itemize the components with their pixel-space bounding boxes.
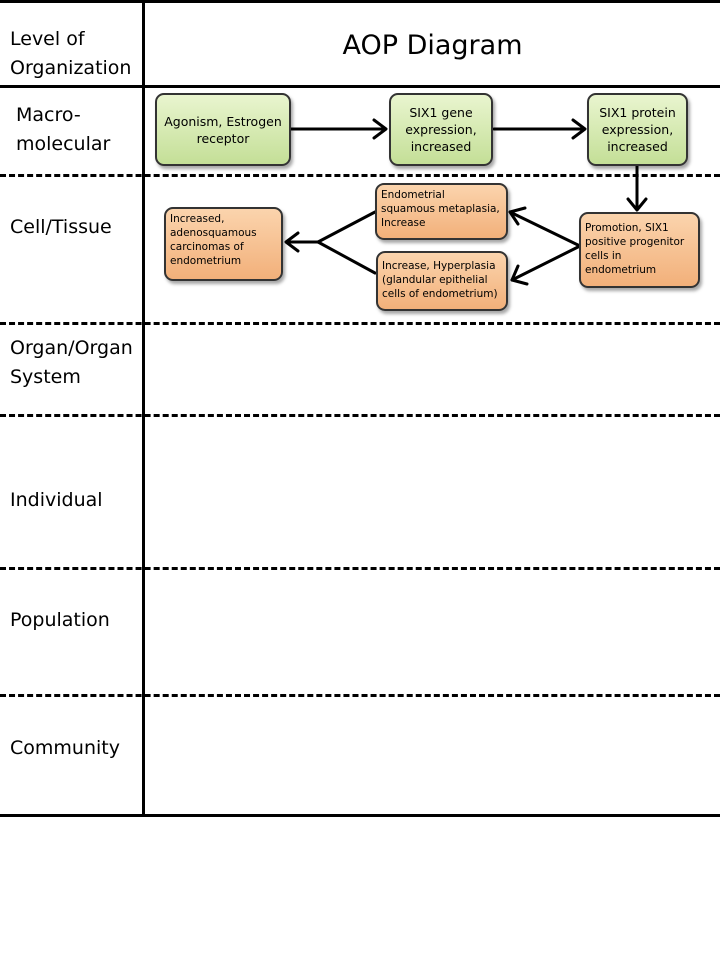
level-header-label: Level of Organization <box>10 28 132 79</box>
arrow-hyperplasia-to-junction <box>316 240 377 275</box>
node-six1-protein-expression: SIX1 protein expression, increased <box>587 93 688 166</box>
bottom-border <box>0 814 720 817</box>
divider-macro-cell <box>0 174 720 177</box>
level-macromolecular-label: Macro-molecular <box>16 104 111 155</box>
level-community-label: Community <box>10 737 120 759</box>
node-promotion-six1-progenitor: Promotion, SIX1 positive progenitor cell… <box>579 212 700 288</box>
arrow-promotion-to-hyperplasia <box>510 244 582 282</box>
arrowhead-promotion-to-metaplasia <box>508 206 527 226</box>
diagram-title: AOP Diagram <box>342 30 523 61</box>
level-population-label: Population <box>10 609 110 631</box>
divider-population-community <box>0 694 720 697</box>
node-agonism-estrogen-receptor: Agonism, Estrogen receptor <box>155 93 291 166</box>
divider-cell-organ <box>0 322 720 325</box>
arrowhead-gene-to-protein <box>571 118 587 140</box>
column-divider <box>142 0 145 817</box>
arrow-promotion-to-metaplasia <box>508 210 582 248</box>
arrowhead-protein-to-promotion <box>626 197 648 212</box>
arrowhead-junction-to-carcinoma <box>284 231 300 253</box>
arrowhead-agonism-to-gene <box>372 118 388 140</box>
node-hyperplasia-glandular: Increase, Hyperplasia (glandular epithel… <box>376 251 508 311</box>
top-border <box>0 0 720 3</box>
node-adenosquamous-carcinomas: Increased, adenosquamous carcinomas of e… <box>164 207 283 281</box>
level-individual-label: Individual <box>10 489 103 511</box>
node-six1-gene-expression: SIX1 gene expression, increased <box>389 93 493 166</box>
arrowhead-promotion-to-hyperplasia <box>510 264 529 286</box>
node-endometrial-squamous-metaplasia: Endometrial squamous metaplasia, Increas… <box>375 183 508 240</box>
level-organ-label: Organ/Organ System <box>10 337 133 388</box>
divider-individual-population <box>0 567 720 570</box>
header-divider <box>0 85 720 88</box>
level-cell-tissue-label: Cell/Tissue <box>10 216 112 238</box>
arrow-metaplasia-to-junction <box>316 210 377 244</box>
divider-organ-individual <box>0 414 720 417</box>
